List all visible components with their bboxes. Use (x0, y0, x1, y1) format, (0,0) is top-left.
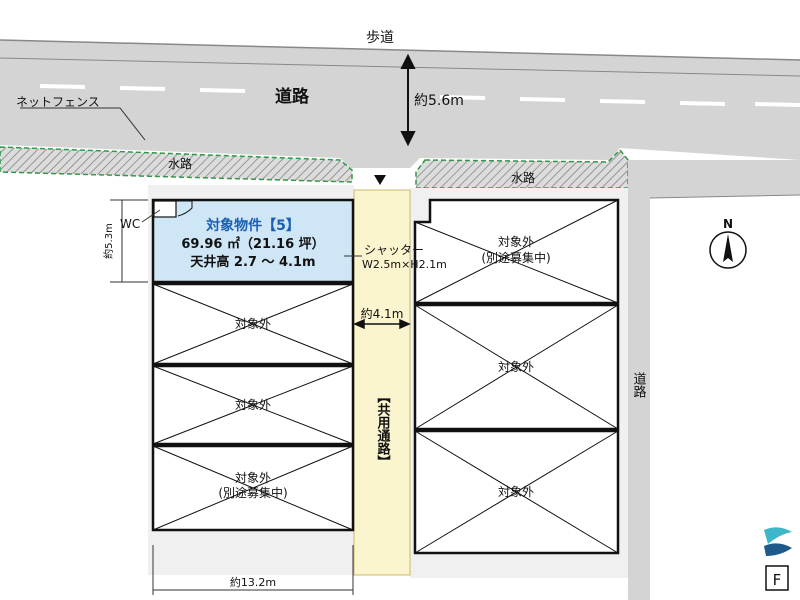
net-fence-leader (20, 107, 146, 141)
width-dimension (152, 545, 354, 595)
right-unit-1-label-1: 対象外 (498, 235, 534, 249)
aisle-width-label: 約4.1m (361, 306, 404, 321)
logo-icon (764, 527, 792, 556)
road-width-label: 約5.6m (414, 93, 464, 109)
left-unit-2-label: 対象外 (235, 398, 271, 412)
net-fence-label: ネットフェンス (16, 95, 100, 109)
left-unit-3-label-2: (別途募集中) (218, 485, 287, 500)
target-unit (151, 198, 355, 284)
side-road-edge (649, 194, 800, 199)
wc-box (153, 200, 177, 218)
aisle-width-arrow (353, 318, 411, 330)
lane-dashes (39, 84, 800, 107)
north-arrow-icon (709, 231, 747, 269)
north-label: N (723, 217, 733, 231)
waterway-left-label: 水路 (168, 156, 192, 171)
sidewalk-edge (0, 39, 800, 61)
road-edge-line (0, 57, 800, 77)
shutter-label-2: W2.5m×H2.1m (362, 258, 447, 271)
right-unit-1-label-2: (別途募集中) (481, 250, 550, 265)
badge-letter: F (773, 571, 782, 589)
shutter-label-1: シャッター (364, 243, 424, 257)
target-area: 69.96 ㎡（21.16 坪） (181, 236, 324, 252)
right-units (413, 198, 620, 555)
target-ceiling: 天井高 2.7 ～ 4.1m (190, 254, 315, 270)
common-aisle-label: 【共用通路】 (375, 390, 392, 468)
road-main-label: 道路 (275, 86, 310, 107)
right-unit-2-label: 対象外 (498, 360, 534, 374)
wc-leader (141, 209, 161, 223)
waterway-right-label: 水路 (511, 170, 535, 185)
sidewalk-label: 歩道 (366, 30, 394, 46)
left-unit-1-label: 対象外 (235, 317, 271, 331)
target-title: 対象物件【5】 (205, 217, 300, 234)
wc-door (176, 200, 193, 217)
left-unit-3-label-1: 対象外 (235, 471, 271, 485)
height-label: 約5.3m (102, 223, 115, 259)
right-unit-3-label: 対象外 (498, 485, 534, 499)
waterway-left (0, 146, 353, 183)
width-bottom-label: 約13.2m (230, 575, 276, 589)
common-aisle (353, 189, 411, 576)
height-dimension (110, 199, 148, 283)
left-units (151, 282, 355, 532)
side-road (628, 160, 800, 600)
road-width-arrow (400, 53, 416, 147)
shutter-marker (374, 175, 386, 185)
badge-box (765, 565, 789, 591)
side-road-label: 道路 (631, 372, 647, 398)
wc-label: WC (120, 217, 140, 231)
